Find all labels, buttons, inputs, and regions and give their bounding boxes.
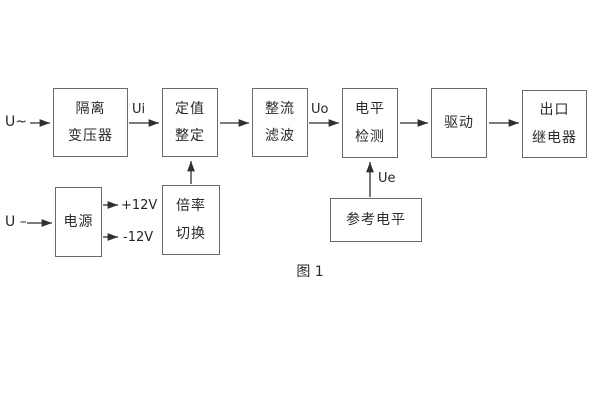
block-output-relay: 出口 继电器 xyxy=(522,90,587,158)
label-ue: Ue xyxy=(378,171,396,186)
label-input-dc: U – xyxy=(5,214,27,230)
label-rail-pos: +12V xyxy=(121,198,158,213)
label-input-ac: U~ xyxy=(5,114,27,130)
figure-caption: 图 1 xyxy=(296,264,324,280)
block-line: 电源 xyxy=(63,213,94,230)
block-rectifier-filter: 整流 滤波 xyxy=(252,88,308,157)
block-multiplier-switch: 倍率 切换 xyxy=(162,185,220,255)
label-uo: Uo xyxy=(311,102,329,117)
block-isolation-transformer: 隔离 变压器 xyxy=(53,88,128,157)
block-line: 隔离 xyxy=(75,100,106,117)
block-level-detect: 电平 检测 xyxy=(342,88,398,158)
block-line: 检测 xyxy=(355,128,385,145)
block-line: 继电器 xyxy=(532,129,577,146)
block-reference-level: 参考电平 xyxy=(330,198,422,242)
block-line: 变压器 xyxy=(68,128,113,144)
block-setpoint-adjust: 定值 整定 xyxy=(162,88,218,157)
block-line: 定值 xyxy=(175,100,205,117)
block-line: 整流 xyxy=(265,100,295,117)
block-line: 切换 xyxy=(176,225,206,242)
block-line: 出口 xyxy=(539,102,570,119)
block-line: 滤波 xyxy=(265,128,295,144)
block-line: 驱动 xyxy=(444,114,474,131)
label-ui: Ui xyxy=(132,102,146,117)
block-drive: 驱动 xyxy=(431,88,487,158)
block-power-supply: 电源 xyxy=(55,187,102,257)
block-line: 倍率 xyxy=(176,198,206,215)
block-line: 参考电平 xyxy=(346,211,406,228)
label-rail-neg: -12V xyxy=(123,230,154,245)
block-line: 整定 xyxy=(175,128,205,144)
block-line: 电平 xyxy=(355,101,385,118)
